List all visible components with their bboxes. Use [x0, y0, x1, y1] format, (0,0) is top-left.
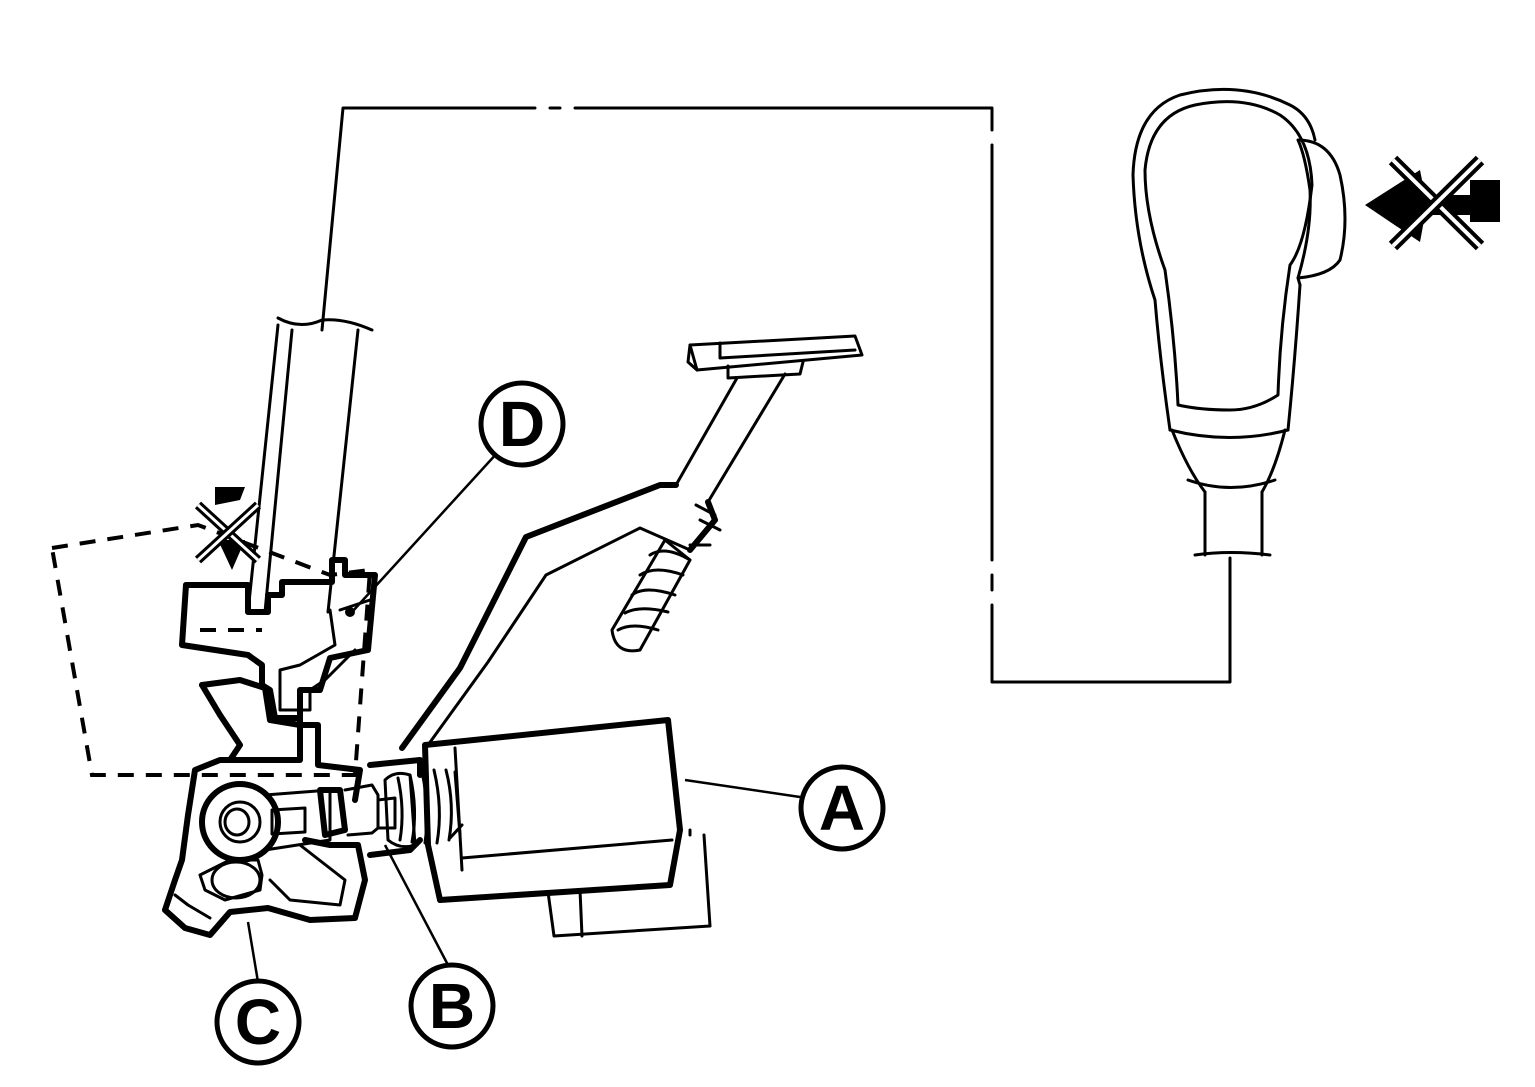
brake-pedal: [399, 334, 864, 751]
interlock-mechanism: [179, 557, 378, 803]
leader-lines: [246, 451, 801, 983]
pin-joint: [199, 781, 332, 863]
solenoid-body: [422, 717, 712, 938]
bracket-outline: [49, 522, 373, 777]
callout-b: B: [408, 962, 496, 1050]
callout-c: C: [214, 978, 302, 1066]
pedal-spring: [610, 538, 692, 653]
shift-knob: [1131, 87, 1347, 557]
svg-text:B: B: [429, 970, 475, 1042]
shift-lock-plate: [162, 677, 368, 938]
svg-text:C: C: [235, 986, 281, 1058]
plunger: [317, 757, 423, 858]
svg-text:A: A: [819, 772, 865, 844]
callout-d: D: [478, 380, 566, 468]
svg-text:D: D: [499, 388, 545, 460]
callout-a: A: [798, 764, 886, 852]
connection-line: [320, 106, 1232, 684]
no-press-cross-icon-small: [194, 487, 262, 570]
no-press-cross-icon: [1365, 155, 1500, 251]
